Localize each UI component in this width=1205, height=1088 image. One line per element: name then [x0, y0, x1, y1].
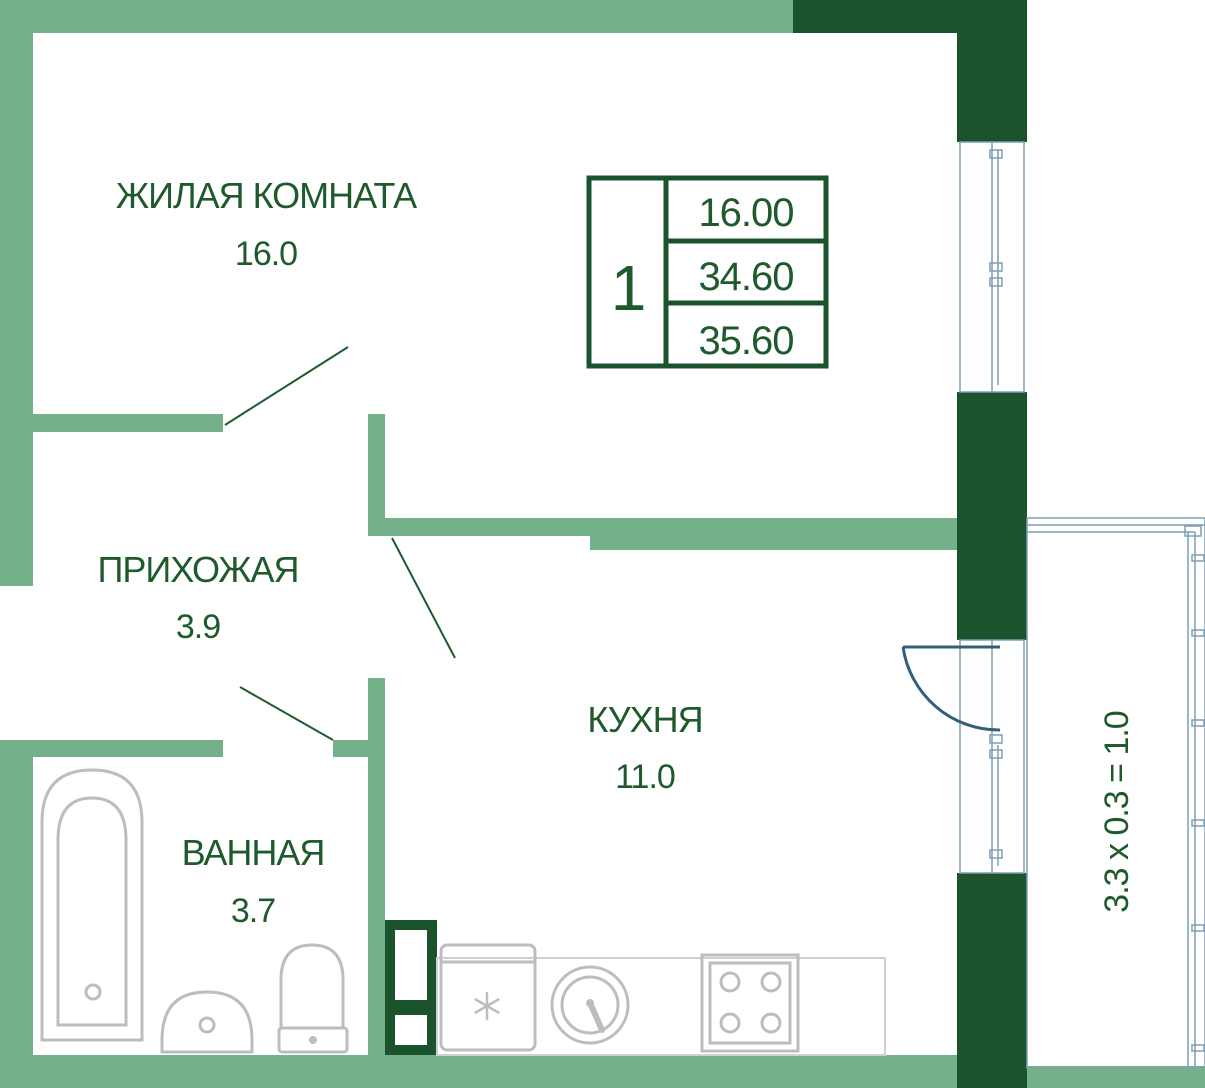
kitchen-name: КУХНЯ: [587, 699, 702, 740]
bathroom-name: ВАННАЯ: [182, 832, 325, 873]
stove: [700, 953, 800, 1053]
wall-living-hall: [33, 414, 223, 432]
wall-balcony-bottom: [1025, 1066, 1205, 1088]
window-kitchen: [959, 639, 1025, 874]
wall-left-upper: [0, 0, 33, 586]
summary-table: [586, 175, 829, 369]
wall-bath-kitchen: [368, 678, 385, 1088]
wall-right-bottom: [957, 873, 1027, 1088]
wall-bath-door-stub: [333, 740, 383, 757]
sink: [550, 965, 630, 1045]
living-room-name: ЖИЛАЯ КОМНАТА: [116, 175, 417, 216]
wall-bath-top: [0, 740, 223, 757]
living-area-value: 16.00: [698, 191, 793, 235]
wall-top: [0, 0, 793, 33]
wall-corridor-stub: [368, 414, 385, 534]
balcony-outline: [1026, 517, 1205, 1069]
hallway-name: ПРИХОЖАЯ: [97, 549, 298, 590]
kitchen-counter: [436, 957, 886, 1056]
fridge: [439, 943, 537, 1052]
bathroom-area: 3.7: [231, 892, 275, 930]
rooms-count: 1: [611, 252, 646, 324]
wall-left-lower: [0, 740, 33, 1088]
wall-right-mid: [957, 392, 1027, 640]
total-with-balcony-value: 35.60: [698, 319, 793, 363]
toilet: [277, 943, 349, 1054]
total-area-value: 34.60: [698, 255, 793, 299]
walls-dark: [385, 0, 1027, 1088]
bathtub: [40, 768, 144, 1042]
cabinet-shelf-upper: [395, 930, 427, 1000]
balcony-label: 3.3 x 0.3 = 1.0: [1098, 711, 1136, 913]
wall-bottom: [0, 1055, 960, 1088]
cabinet-shelf-lower: [395, 1015, 427, 1045]
hallway-area: 3.9: [176, 608, 220, 646]
living-room-area: 16.0: [235, 235, 297, 273]
balcony-door: [901, 645, 1001, 732]
door-living: [224, 346, 349, 426]
wall-living-kitchen-thick: [590, 518, 958, 550]
washbasin: [160, 990, 254, 1054]
door-lines: [224, 346, 456, 741]
door-bath: [239, 686, 334, 741]
wall-right-top: [957, 0, 1027, 142]
kitchen-area: 11.0: [615, 758, 675, 796]
door-kitchen: [391, 537, 456, 659]
snowflake-icon: [474, 991, 500, 1021]
window-living: [959, 141, 1025, 393]
